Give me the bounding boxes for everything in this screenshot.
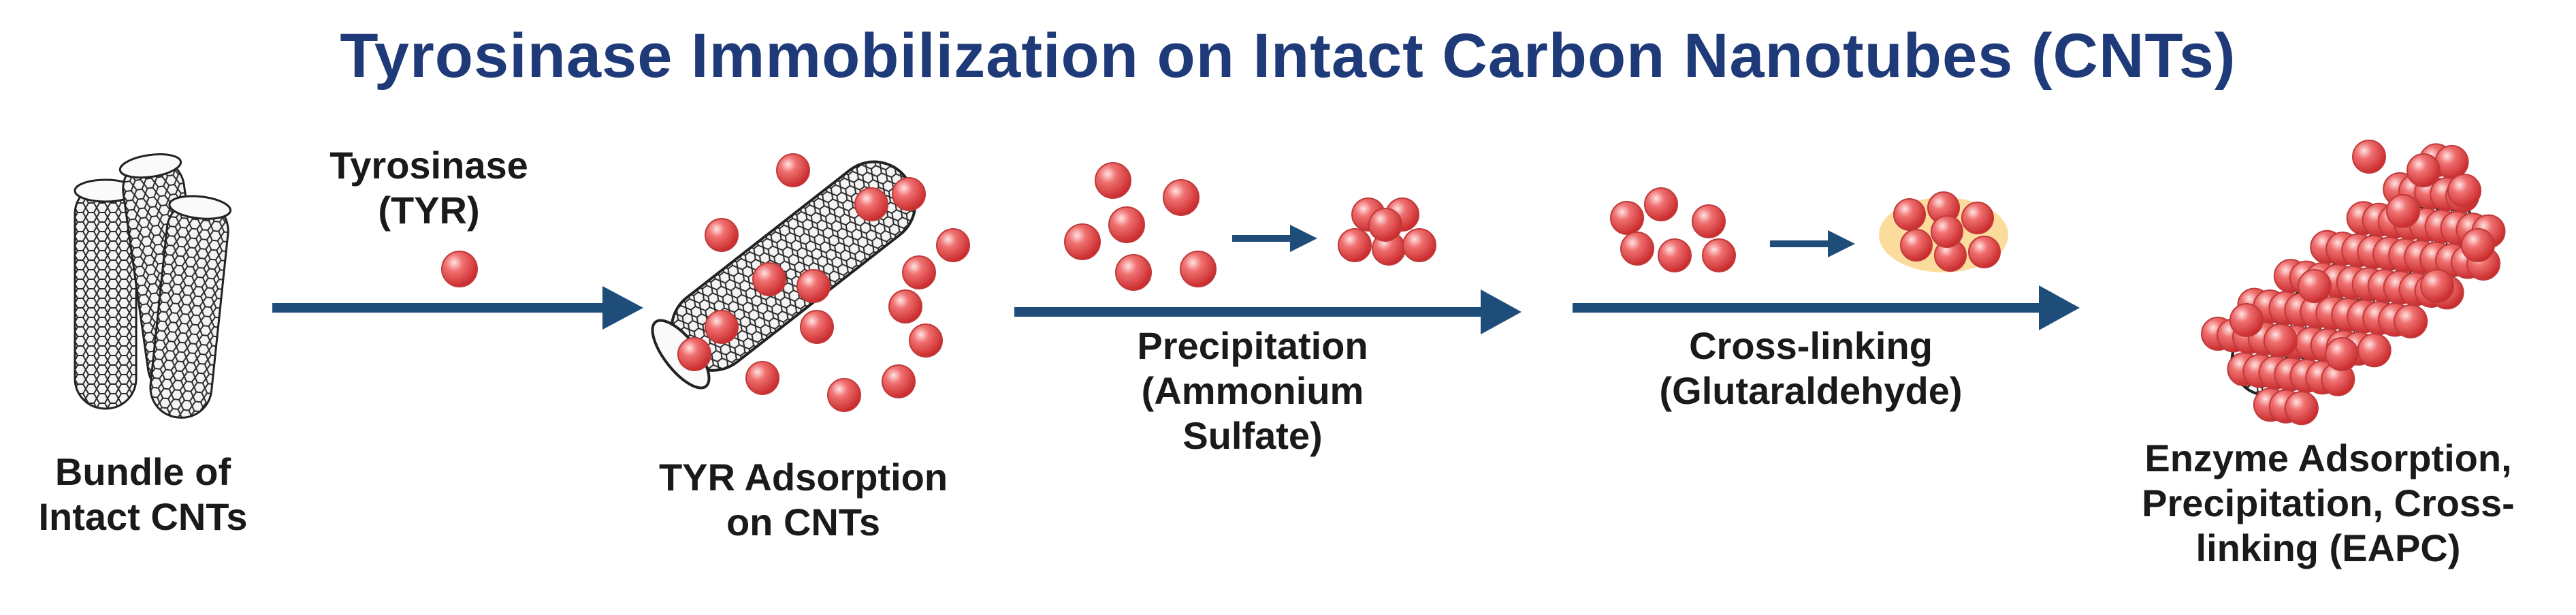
enzyme-particle bbox=[752, 262, 786, 296]
enzyme-particle bbox=[677, 337, 711, 371]
enzyme-particle bbox=[936, 228, 970, 262]
enzyme-particle bbox=[1658, 238, 1692, 272]
crosslink-before-icon bbox=[1610, 187, 1736, 272]
step-label-tyrosinase: Tyrosinase (TYR) bbox=[329, 144, 528, 232]
diagram-title: Tyrosinase Immobilization on Intact Carb… bbox=[340, 21, 2236, 91]
enzyme-particle bbox=[745, 361, 779, 395]
step-label-crosslinking: Cross-linking (Glutaraldehyde) bbox=[1659, 324, 1963, 412]
enzyme-particle bbox=[2420, 269, 2454, 303]
arrow-tyr-addition bbox=[272, 286, 643, 330]
cnt-bundle-icon bbox=[74, 153, 231, 419]
enzyme-particle bbox=[776, 153, 810, 187]
enzyme-particle bbox=[1163, 179, 1200, 216]
precipitate-cluster-icon bbox=[1338, 198, 1436, 266]
enzyme-particle bbox=[888, 289, 922, 324]
enzyme-particle bbox=[2394, 304, 2428, 338]
enzyme-particle bbox=[1180, 251, 1217, 287]
enzyme-particle bbox=[2264, 324, 2298, 358]
tyr-particle-icon bbox=[441, 251, 478, 287]
enzyme-particle bbox=[882, 364, 916, 398]
arrow-precipitation bbox=[1014, 289, 1522, 334]
enzyme-particle bbox=[1610, 201, 1644, 235]
enzyme-particle bbox=[1702, 238, 1736, 272]
enzyme-particle bbox=[2386, 194, 2420, 228]
enzyme-particle bbox=[1644, 187, 1678, 221]
enzyme-particle bbox=[902, 255, 936, 289]
enzyme-particle bbox=[1893, 198, 1926, 231]
enzyme-particle bbox=[1108, 206, 1145, 243]
eapc-cnt-icon bbox=[2201, 140, 2506, 426]
enzyme-particle bbox=[796, 269, 831, 303]
enzyme-particle bbox=[2434, 144, 2469, 179]
small-arrow-icon bbox=[1770, 230, 1855, 257]
enzyme-particle bbox=[1900, 229, 1933, 262]
enzyme-particle bbox=[1064, 223, 1101, 260]
crosslinked-cluster-icon bbox=[1879, 191, 2008, 272]
enzyme-particle bbox=[1402, 228, 1436, 262]
stage-label-bundle: Bundle of Intact CNTs bbox=[38, 450, 248, 538]
tyr-adsorbed-cnt-icon bbox=[651, 153, 970, 412]
step-label-precipitation: Precipitation (Ammonium Sulfate) bbox=[1137, 324, 1368, 457]
enzyme-particle bbox=[705, 218, 739, 252]
enzyme-particle bbox=[1095, 162, 1131, 199]
enzyme-particle bbox=[1692, 204, 1726, 238]
enzyme-particle bbox=[2298, 269, 2332, 303]
enzyme-particle bbox=[2284, 391, 2319, 426]
enzyme-particle bbox=[1115, 254, 1152, 291]
enzyme-particle bbox=[2461, 228, 2495, 262]
stage-label-tyr-adsorption: TYR Adsorption on CNTs bbox=[658, 456, 948, 543]
enzyme-particle bbox=[827, 378, 861, 412]
enzyme-particle bbox=[1931, 215, 1963, 248]
enzyme-particle bbox=[892, 177, 926, 211]
enzyme-particle bbox=[800, 310, 834, 344]
enzyme-particle bbox=[2352, 140, 2386, 174]
small-arrow-icon bbox=[1232, 225, 1317, 252]
enzyme-particle bbox=[1968, 236, 2001, 268]
enzyme-particle bbox=[854, 187, 888, 221]
enzyme-particle bbox=[2406, 153, 2441, 187]
enzyme-particle bbox=[1620, 232, 1654, 266]
enzyme-particle bbox=[1961, 202, 1994, 234]
enzyme-particle bbox=[909, 324, 943, 358]
enzyme-particle bbox=[2229, 303, 2264, 337]
arrow-crosslinking bbox=[1573, 285, 2080, 330]
enzyme-particle bbox=[2357, 333, 2392, 368]
enzyme-particle bbox=[1368, 208, 1402, 242]
enzyme-particle bbox=[1338, 228, 1372, 262]
enzyme-particle bbox=[2447, 174, 2481, 208]
precipitation-scatter-icon bbox=[1064, 162, 1217, 291]
enzyme-particle bbox=[2325, 337, 2359, 371]
enzyme-particle bbox=[705, 310, 739, 344]
stage-label-eapc: Enzyme Adsorption, Precipitation, Cross-… bbox=[2142, 437, 2515, 569]
